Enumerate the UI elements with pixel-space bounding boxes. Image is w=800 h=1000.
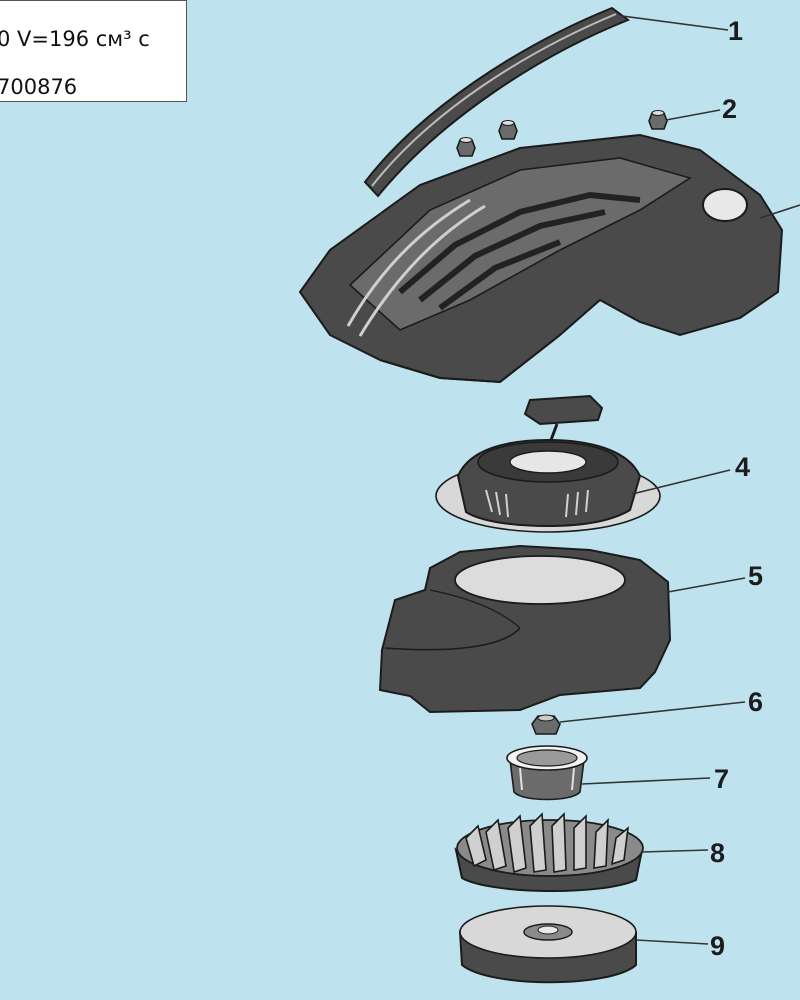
info-line-2: 700876	[0, 75, 78, 99]
part-5-blower-housing	[378, 544, 672, 714]
info-line-1: 0 V=196 см³ с	[0, 27, 150, 51]
info-box: 0 V=196 см³ с 700876	[0, 0, 187, 102]
part-2-nuts	[456, 110, 668, 157]
part-7-starter-cup	[506, 745, 588, 801]
callout-9: 9	[710, 931, 725, 961]
part-3-engine-cover	[298, 133, 784, 384]
callout-8: 8	[710, 838, 725, 868]
part-1-trim-strip	[363, 6, 631, 198]
callout-6: 6	[748, 687, 763, 717]
part-4-recoil-starter	[435, 394, 661, 533]
part-8-flywheel-fan	[454, 812, 644, 892]
callout-7: 7	[714, 764, 729, 794]
part-6-flange-nut	[531, 714, 561, 735]
callout-1: 1	[728, 16, 743, 46]
callout-2: 2	[722, 94, 737, 124]
callout-labels: 1 2 4 5 6 7 8 9	[710, 16, 763, 961]
leader-lines	[559, 15, 800, 945]
callout-5: 5	[748, 561, 763, 591]
callout-4: 4	[735, 452, 750, 482]
part-9-flywheel	[458, 905, 637, 984]
